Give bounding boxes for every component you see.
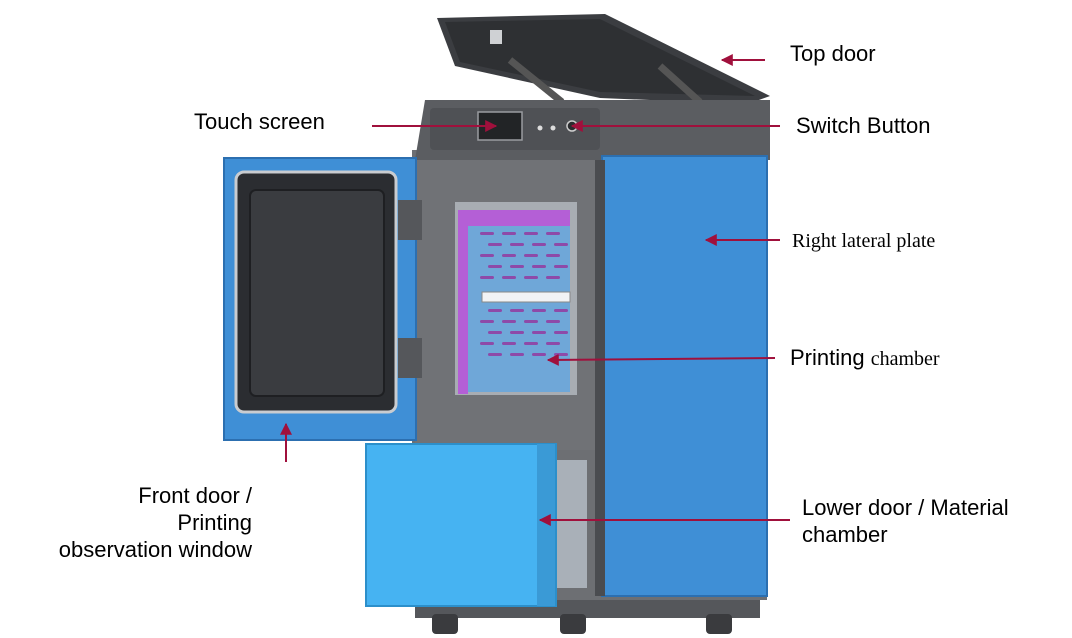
- label-front-door-line2: Printing: [177, 510, 252, 535]
- vent-slot: [554, 309, 568, 312]
- label-lower-door-line2: chamber: [802, 522, 888, 547]
- vent-slot: [480, 320, 494, 323]
- vent-slot: [532, 243, 546, 246]
- vent-slot: [546, 320, 560, 323]
- lower-door: [365, 443, 587, 607]
- arrow-printing-chamber: [546, 353, 776, 366]
- control-panel: [415, 100, 770, 160]
- vent-slot: [524, 254, 538, 257]
- vent-slot: [488, 265, 502, 268]
- vent-slot: [546, 276, 560, 279]
- vent-slot: [502, 276, 516, 279]
- vent-slot: [488, 243, 502, 246]
- label-right-lateral-plate: Right lateral plate: [792, 230, 936, 252]
- vent-slot: [502, 254, 516, 257]
- vent-slot: [488, 353, 502, 356]
- vent-slot: [546, 254, 560, 257]
- vent-slot: [502, 232, 516, 235]
- vent-slot: [488, 309, 502, 312]
- vent-slot: [510, 309, 524, 312]
- vent-slot: [502, 342, 516, 345]
- vent-slot: [510, 265, 524, 268]
- vent-slot: [524, 342, 538, 345]
- vent-slot: [480, 254, 494, 257]
- caster-wheels: [432, 614, 732, 634]
- vent-slot: [524, 276, 538, 279]
- label-printing-chamber: Printing chamber: [790, 344, 940, 373]
- vent-slot: [524, 320, 538, 323]
- front-door: [223, 157, 422, 441]
- vent-slot: [546, 232, 560, 235]
- vent-slot: [524, 232, 538, 235]
- vent-slot: [480, 232, 494, 235]
- vent-slot: [554, 265, 568, 268]
- vent-slot: [510, 243, 524, 246]
- label-chamber-word: chamber: [870, 348, 940, 370]
- label-front-door: Front door / Printing observation window: [59, 482, 252, 563]
- vent-slot: [488, 331, 502, 334]
- label-switch-button: Switch Button: [796, 113, 931, 138]
- vent-slot: [510, 353, 524, 356]
- right-lateral-plate: [601, 155, 768, 597]
- vent-slot: [554, 331, 568, 334]
- label-top-door: Top door: [790, 41, 876, 66]
- vent-slot: [532, 265, 546, 268]
- label-lower-door-line1: Lower door / Material: [802, 495, 1009, 520]
- vent-slot: [480, 276, 494, 279]
- vent-slot: [532, 353, 546, 356]
- vent-slot: [554, 243, 568, 246]
- label-front-door-line1: Front door /: [138, 483, 252, 508]
- vent-slot: [532, 309, 546, 312]
- printing-chamber: [455, 202, 577, 395]
- top-door: [437, 14, 770, 105]
- vent-slot: [554, 353, 568, 356]
- callout-arrows: [280, 54, 790, 526]
- label-front-door-line3: observation window: [58, 537, 252, 562]
- vent-slot: [532, 331, 546, 334]
- vent-slot: [510, 331, 524, 334]
- vent-slot: [480, 342, 494, 345]
- vent-slot: [546, 342, 560, 345]
- vent-slot: [502, 320, 516, 323]
- label-lower-door: Lower door / Material chamber: [802, 494, 1009, 548]
- label-printing-word: Printing: [790, 345, 865, 370]
- label-touch-screen: Touch screen: [194, 109, 325, 134]
